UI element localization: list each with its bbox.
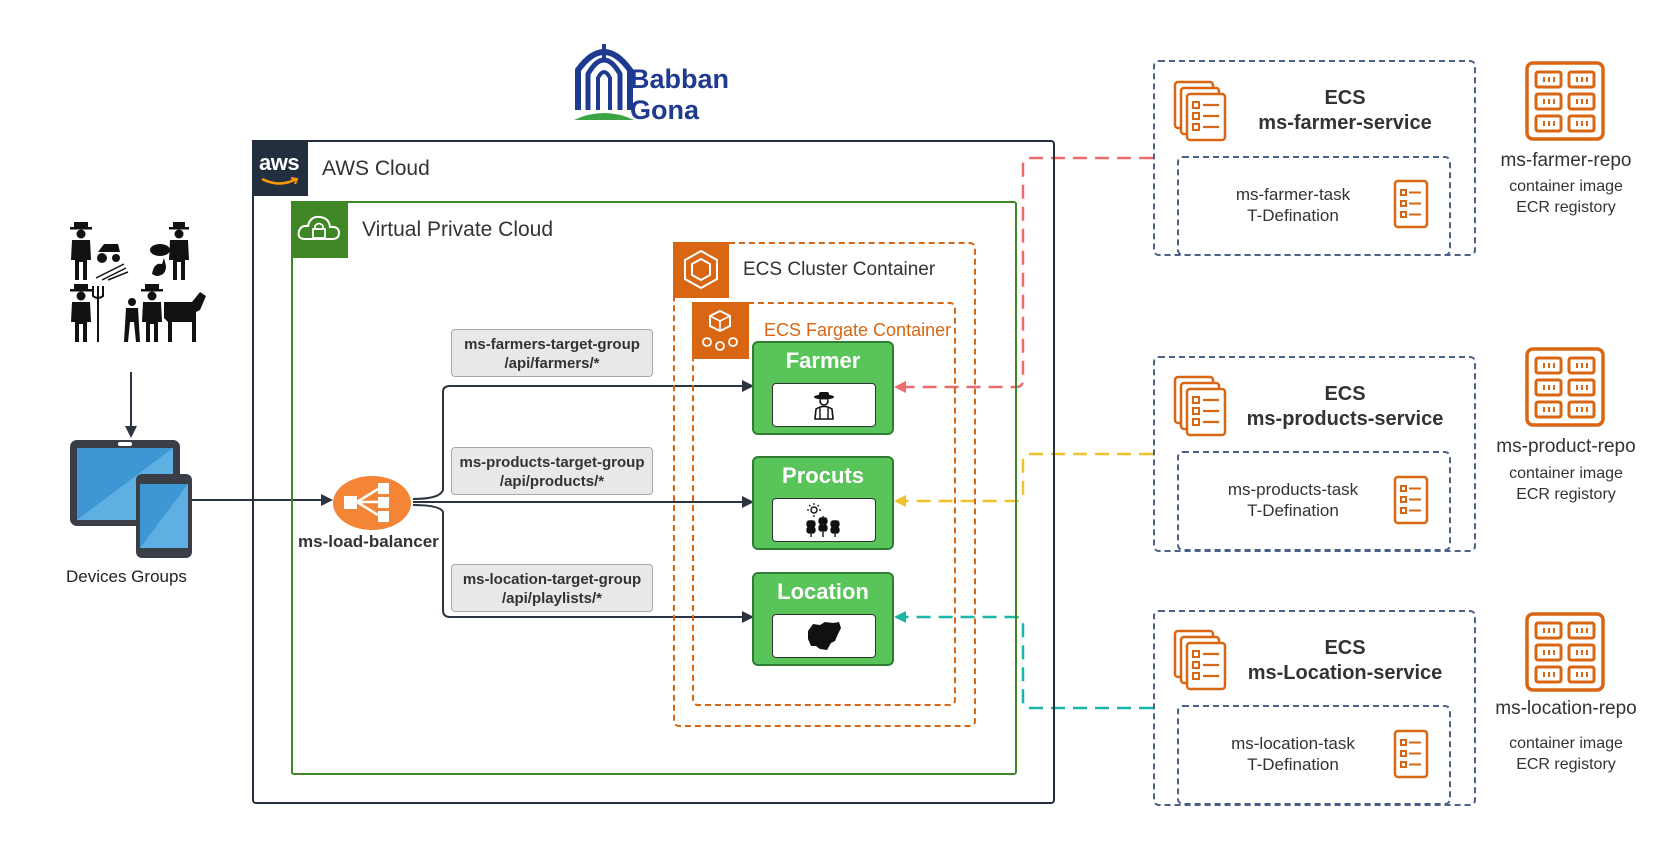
load-balancer-label: ms-load-balancer [298,532,439,551]
farmer-service-link [894,156,1153,393]
farmers-target-group-path: /api/farmers/* [504,355,600,372]
location-repo-sub1: container image [1509,735,1623,752]
products-target-group: ms-products-target-group /api/products/* [451,447,653,495]
load-balancer-icon[interactable] [332,475,412,531]
ecs-products-service-name: ms-products-service [1246,408,1444,430]
babban-gona-logo: Babban Gona [570,38,740,128]
aws-logo-icon: aws [252,140,308,196]
farmer-repo-sub1: container image [1509,178,1623,195]
farmers-target-group: ms-farmers-target-group /api/farmers/* [451,329,653,377]
ecs-cluster-label: ECS Cluster Container [743,259,936,280]
ecs-location-title: ECS [1324,637,1366,659]
ecr-repo-icon [1525,347,1605,427]
location-target-group-name: ms-location-target-group [462,571,642,588]
products-service-container[interactable]: Procuts [752,456,894,550]
products-task-def: T-Defination [1247,501,1339,520]
vpc-label: Virtual Private Cloud [362,218,554,241]
ecr-repo-icon [1525,612,1605,692]
farmer-repo-name: ms-farmer-repo [1500,150,1632,171]
crops-icon [806,503,840,537]
nigeria-map-icon [808,622,841,650]
ecs-farmer-service-name: ms-farmer-service [1258,112,1432,134]
ecs-location-service-name: ms-Location-service [1247,662,1443,684]
products-repo-sub2: ECR registory [1516,486,1616,503]
farmer-icon [814,392,834,420]
ecs-farmer-title: ECS [1324,87,1366,109]
location-repo-name: ms-location-repo [1495,698,1637,719]
ecs-cluster-icon [673,242,729,298]
task-definition-icon [1393,475,1429,525]
location-target-group: ms-location-target-group /api/playlists/… [451,564,653,612]
location-task-name: ms-location-task [1231,734,1355,753]
fargate-icon [692,302,749,359]
products-target-group-path: /api/products/* [499,473,605,490]
farmers-target-group-name: ms-farmers-target-group [464,336,640,353]
lb-to-location-arrow [412,504,754,623]
ecs-cluster-group [673,242,976,727]
logo-line2: Gona [630,95,700,125]
devices-groups-label: Devices Groups [66,567,187,586]
ecs-products-title: ECS [1324,383,1366,405]
ecs-location-service-group [1153,610,1476,806]
farmer-task-group [1177,156,1451,256]
ecs-service-stack-icon [1173,375,1227,437]
location-target-group-path: /api/playlists/* [501,590,603,607]
products-task-group [1177,451,1451,551]
aws-cloud-group [252,140,1055,804]
ecs-fargate-group [692,302,956,706]
farmer-task-name: ms-farmer-task [1235,185,1351,204]
ecr-repo-icon [1525,61,1605,141]
products-service-name: Procuts [782,463,864,488]
ecs-fargate-label: ECS Fargate Container [764,320,952,340]
location-task-group [1177,705,1451,805]
farmer-service-name: Farmer [785,348,861,373]
farmer-service-container[interactable]: Farmer [752,341,894,435]
vpc-cloud-lock-icon [291,201,348,258]
task-definition-icon [1393,729,1429,779]
products-task-name: ms-products-task [1227,480,1359,499]
logo-line1: Babban [630,64,730,94]
location-repo-sub2: ECR registory [1516,756,1616,773]
ecs-products-service-group [1153,356,1476,552]
task-definition-icon [1393,179,1429,229]
vpc-group [291,201,1017,775]
ecs-service-stack-icon [1173,629,1227,691]
farmers-people-icon [70,222,206,342]
farmer-task-def: T-Defination [1247,206,1339,225]
farmer-repo-sub2: ECR registory [1516,199,1616,216]
products-target-group-name: ms-products-target-group [459,454,645,471]
location-task-def: T-Defination [1247,755,1339,774]
lb-to-farmer-arrow [412,380,754,500]
ecs-service-stack-icon [1173,80,1227,142]
devices-icon [70,440,192,558]
logo-mark-icon [574,44,634,120]
aws-cloud-label: AWS Cloud [322,157,430,180]
location-service-name: Location [777,579,869,604]
products-repo-name: ms-product-repo [1496,436,1636,457]
products-repo-sub1: container image [1509,465,1623,482]
location-service-container[interactable]: Location [752,572,894,666]
